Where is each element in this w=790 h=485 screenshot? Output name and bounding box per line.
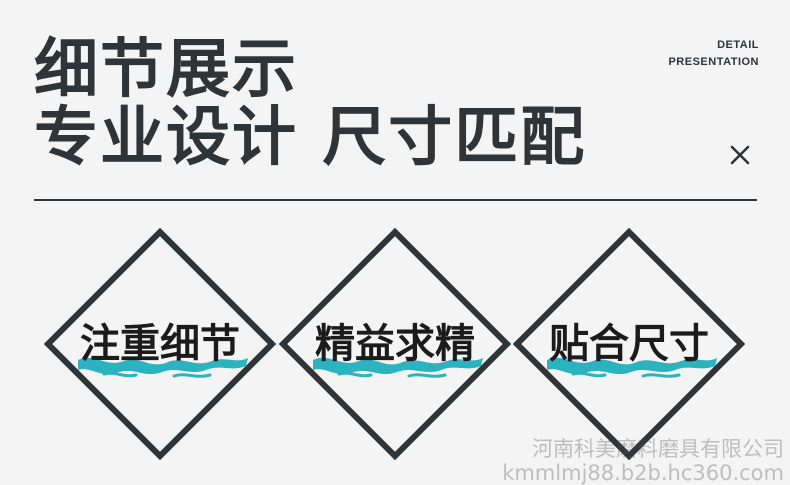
- detail-caption-line1: DETAIL: [717, 39, 759, 51]
- watermark: 河南科美磨料磨具有限公司 kmmlmj88.b2b.hc360.com: [502, 437, 784, 485]
- feature-diamond-fit-size: 贴合尺寸: [513, 228, 745, 460]
- watermark-company: 河南科美磨料磨具有限公司: [532, 437, 784, 461]
- feature-label: 注重细节: [80, 321, 240, 367]
- feature-label: 精益求精: [315, 321, 475, 367]
- page-title: 细节展示: [34, 33, 298, 107]
- close-icon[interactable]: [728, 143, 752, 167]
- feature-label: 贴合尺寸: [549, 321, 709, 367]
- feature-diamond-excellence: 精益求精: [279, 228, 511, 460]
- diamond-outline: [279, 228, 511, 460]
- diamond-outline: [44, 228, 276, 460]
- header-divider: [34, 199, 757, 201]
- wave-decoration-icon: [313, 357, 483, 378]
- watermark-url: kmmlmj88.b2b.hc360.com: [502, 461, 784, 485]
- feature-diamond-attention-to-detail: 注重细节: [44, 228, 276, 460]
- wave-decoration-icon: [78, 357, 248, 378]
- diamond-outline: [513, 228, 745, 460]
- detail-caption-line2: PRESENTATION: [668, 56, 759, 68]
- page-subtitle: 专业设计 尺寸匹配: [34, 101, 587, 175]
- wave-decoration-icon: [547, 357, 717, 378]
- detail-caption: DETAIL PRESENTATION: [668, 37, 759, 71]
